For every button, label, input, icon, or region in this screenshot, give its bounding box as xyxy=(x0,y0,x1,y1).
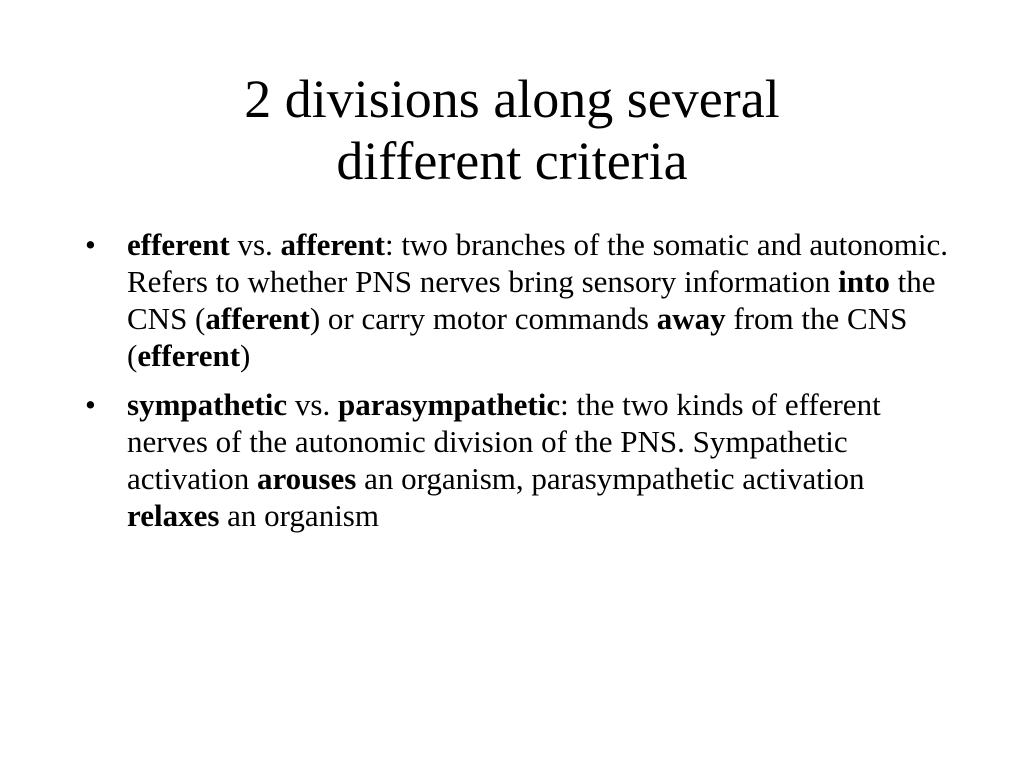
text-segment: vs. xyxy=(287,387,338,422)
emphasis-arouses: arouses xyxy=(256,461,357,496)
slide-title: 2 divisions along several different crit… xyxy=(112,68,912,192)
term-efferent: efferent xyxy=(127,227,230,262)
text-segment: vs. xyxy=(229,227,281,262)
bullet-text: efferent vs. afferent: two branches of t… xyxy=(127,227,948,373)
term-afferent: afferent xyxy=(280,227,385,262)
bullet-item-sympathetic-parasympathetic: • sympathetic vs. parasympathetic: the t… xyxy=(83,386,953,534)
term-parasympathetic: parasympathetic xyxy=(337,387,561,422)
emphasis-relaxes: relaxes xyxy=(127,498,220,533)
slide-title-line-2: different criteria xyxy=(336,131,688,191)
text-segment: an organism, parasympathetic activation xyxy=(356,461,865,496)
emphasis-away: away xyxy=(656,301,726,336)
slide-title-line-1: 2 divisions along several xyxy=(244,69,780,129)
bullet-item-efferent-afferent: • efferent vs. afferent: two branches of… xyxy=(83,226,953,374)
text-segment: an organism xyxy=(219,498,379,533)
emphasis-into: into xyxy=(838,264,890,299)
emphasis-efferent: efferent xyxy=(137,338,241,373)
text-segment: : two branches of the somatic and autono… xyxy=(127,227,948,299)
text-segment: ) or carry motor commands xyxy=(309,301,657,336)
bullet-dot-icon: • xyxy=(85,227,96,262)
text-segment: from the CNS ( xyxy=(127,301,908,373)
text-segment: the CNS ( xyxy=(127,264,936,336)
term-sympathetic: sympathetic xyxy=(127,387,288,422)
bullet-list: • efferent vs. afferent: two branches of… xyxy=(83,226,953,546)
bullet-text: sympathetic vs. parasympathetic: the two… xyxy=(127,387,881,533)
bullet-dot-icon: • xyxy=(85,387,96,422)
emphasis-afferent: afferent xyxy=(205,301,310,336)
text-segment: ) xyxy=(240,338,251,373)
text-segment: : the two kinds of efferent nerves of th… xyxy=(127,387,881,496)
